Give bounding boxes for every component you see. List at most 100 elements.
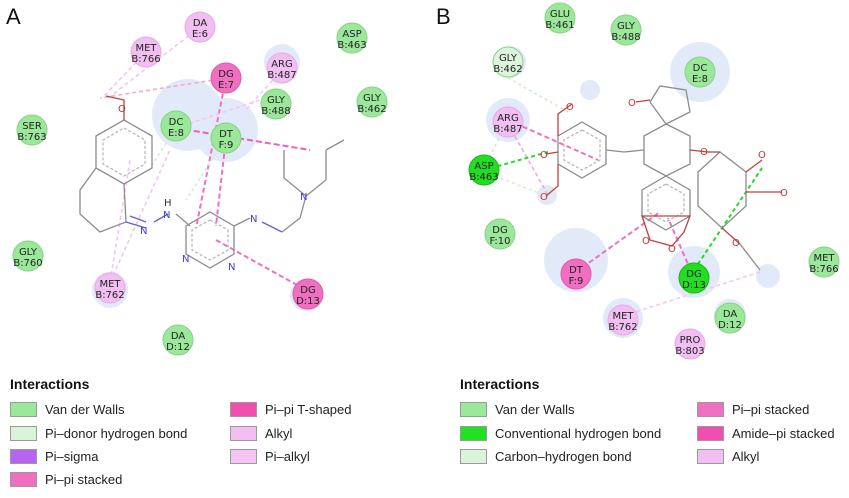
residue-name: ARG — [497, 113, 519, 124]
residue-name: DC — [169, 117, 184, 128]
line-a-dg-e7-2 — [195, 77, 227, 229]
residue-disc — [184, 11, 216, 43]
residue-number: B:760 — [13, 258, 42, 269]
residue-number: B:462 — [357, 104, 386, 115]
residue-number: E:8 — [168, 128, 184, 139]
legend-label: Pi–pi T-shaped — [265, 401, 352, 417]
legend-label: Van der Walls — [495, 401, 575, 417]
residue-disc — [356, 86, 388, 118]
panel-a-ligand — [79, 95, 345, 269]
residue-number: D:13 — [682, 280, 706, 291]
legend-label: Pi–alkyl — [265, 448, 310, 464]
residue-name: DG — [686, 269, 701, 280]
legend-swatch — [230, 425, 257, 441]
residue-name: MET — [612, 311, 634, 322]
residue-disc — [678, 262, 710, 294]
line-a-dt-f9 — [215, 137, 227, 227]
atom-n-hydrazone-1: N — [140, 226, 147, 237]
atom-b-o-5: O — [700, 147, 708, 158]
legend-swatch — [460, 425, 487, 441]
residue-dc-e-8: DCE:8 — [160, 110, 192, 142]
residue-number: B:462 — [493, 64, 522, 75]
legend-label: Alkyl — [265, 425, 293, 441]
panel-a-letter: A — [6, 4, 21, 29]
residue-name: DG — [218, 69, 233, 80]
residue-name: DC — [693, 63, 708, 74]
legend-a-item-pistack: Pi–pi stacked — [10, 470, 122, 488]
residue-disc — [714, 302, 746, 334]
residue-name: DA — [193, 18, 208, 29]
residue-name: DA — [171, 331, 186, 342]
residue-disc — [160, 110, 192, 142]
legend-b-item-vdw: Van der Walls — [460, 400, 574, 418]
line-b-arg487-1 — [507, 119, 599, 161]
line-a-dc-e8 — [175, 127, 311, 151]
residue-disc — [544, 2, 576, 34]
residue-dt-f-9: DTF:9 — [560, 258, 592, 290]
panel-b-atom-labels: O O O O O O O O O O — [540, 98, 788, 255]
residue-disc — [560, 258, 592, 290]
legend-b-item-carbonh: Carbon–hydrogen bond — [460, 447, 632, 465]
atom-b-o-9: O — [642, 236, 650, 247]
legend-swatch — [230, 448, 257, 464]
residue-number: B:763 — [17, 132, 46, 143]
panel-a-atom-labels: O N N H N N N N — [118, 104, 307, 273]
residue-name: GLY — [19, 247, 38, 258]
residue-number: E:8 — [692, 74, 708, 85]
residue-name: GLY — [499, 53, 518, 64]
residue-da-d-12: DAD:12 — [714, 302, 746, 334]
legend-a-item-pialkyl: Pi–alkyl — [230, 447, 310, 465]
atom-b-o-6: O — [758, 150, 766, 161]
residue-disc — [266, 52, 298, 84]
legend-swatch — [697, 401, 724, 417]
residue-disc — [292, 278, 324, 310]
residue-name: ASP — [474, 161, 493, 172]
panel-b-letter: B — [436, 4, 451, 29]
residue-disc — [260, 88, 292, 120]
legend-a-item-vdw: Van der Walls — [10, 400, 124, 418]
atom-h: H — [164, 198, 172, 209]
legend-label: Carbon–hydrogen bond — [495, 448, 632, 464]
residue-number: F:9 — [569, 276, 584, 287]
residue-number: F:9 — [219, 140, 234, 151]
residue-number: F:10 — [489, 236, 510, 247]
line-a-dg-e7-1 — [99, 77, 227, 99]
atom-b-o-4: O — [628, 98, 636, 109]
residue-dg-f-10: DGF:10 — [484, 218, 516, 250]
atom-n-pyr-2: N — [228, 262, 235, 273]
residue-disc — [12, 240, 44, 272]
residue-disc — [684, 56, 716, 88]
residue-number: D:12 — [166, 342, 190, 353]
legend-label: Van der Walls — [45, 401, 125, 417]
residue-disc — [607, 304, 639, 336]
residue-dg-e-7: DGE:7 — [210, 62, 242, 94]
residue-disc — [674, 328, 706, 360]
residue-number: B:762 — [95, 290, 124, 301]
panel-b-ligand — [545, 85, 782, 271]
residue-number: B:487 — [493, 124, 522, 135]
residue-disc — [468, 154, 500, 186]
line-b-met762 — [622, 271, 761, 317]
residue-disc — [210, 62, 242, 94]
legend-label: Alkyl — [732, 448, 760, 464]
residue-name: MET — [99, 279, 121, 290]
residue-name: ARG — [271, 59, 293, 70]
legend-swatch — [10, 448, 37, 464]
residue-number: B:762 — [608, 322, 637, 333]
legend-label: Pi–sigma — [45, 448, 99, 464]
atom-b-o-1: O — [566, 102, 574, 113]
legend-b-item-hbond: Conventional hydrogen bond — [460, 424, 661, 442]
legend-a-item-pitshaped: Pi–pi T-shaped — [230, 400, 352, 418]
residue-dt-f-9: DTF:9 — [210, 122, 242, 154]
legend-swatch — [697, 448, 724, 464]
residue-dc-e-8: DCE:8 — [684, 56, 716, 88]
atom-b-o-7: O — [780, 188, 788, 199]
legend-label: Amide–pi stacked — [732, 425, 835, 441]
